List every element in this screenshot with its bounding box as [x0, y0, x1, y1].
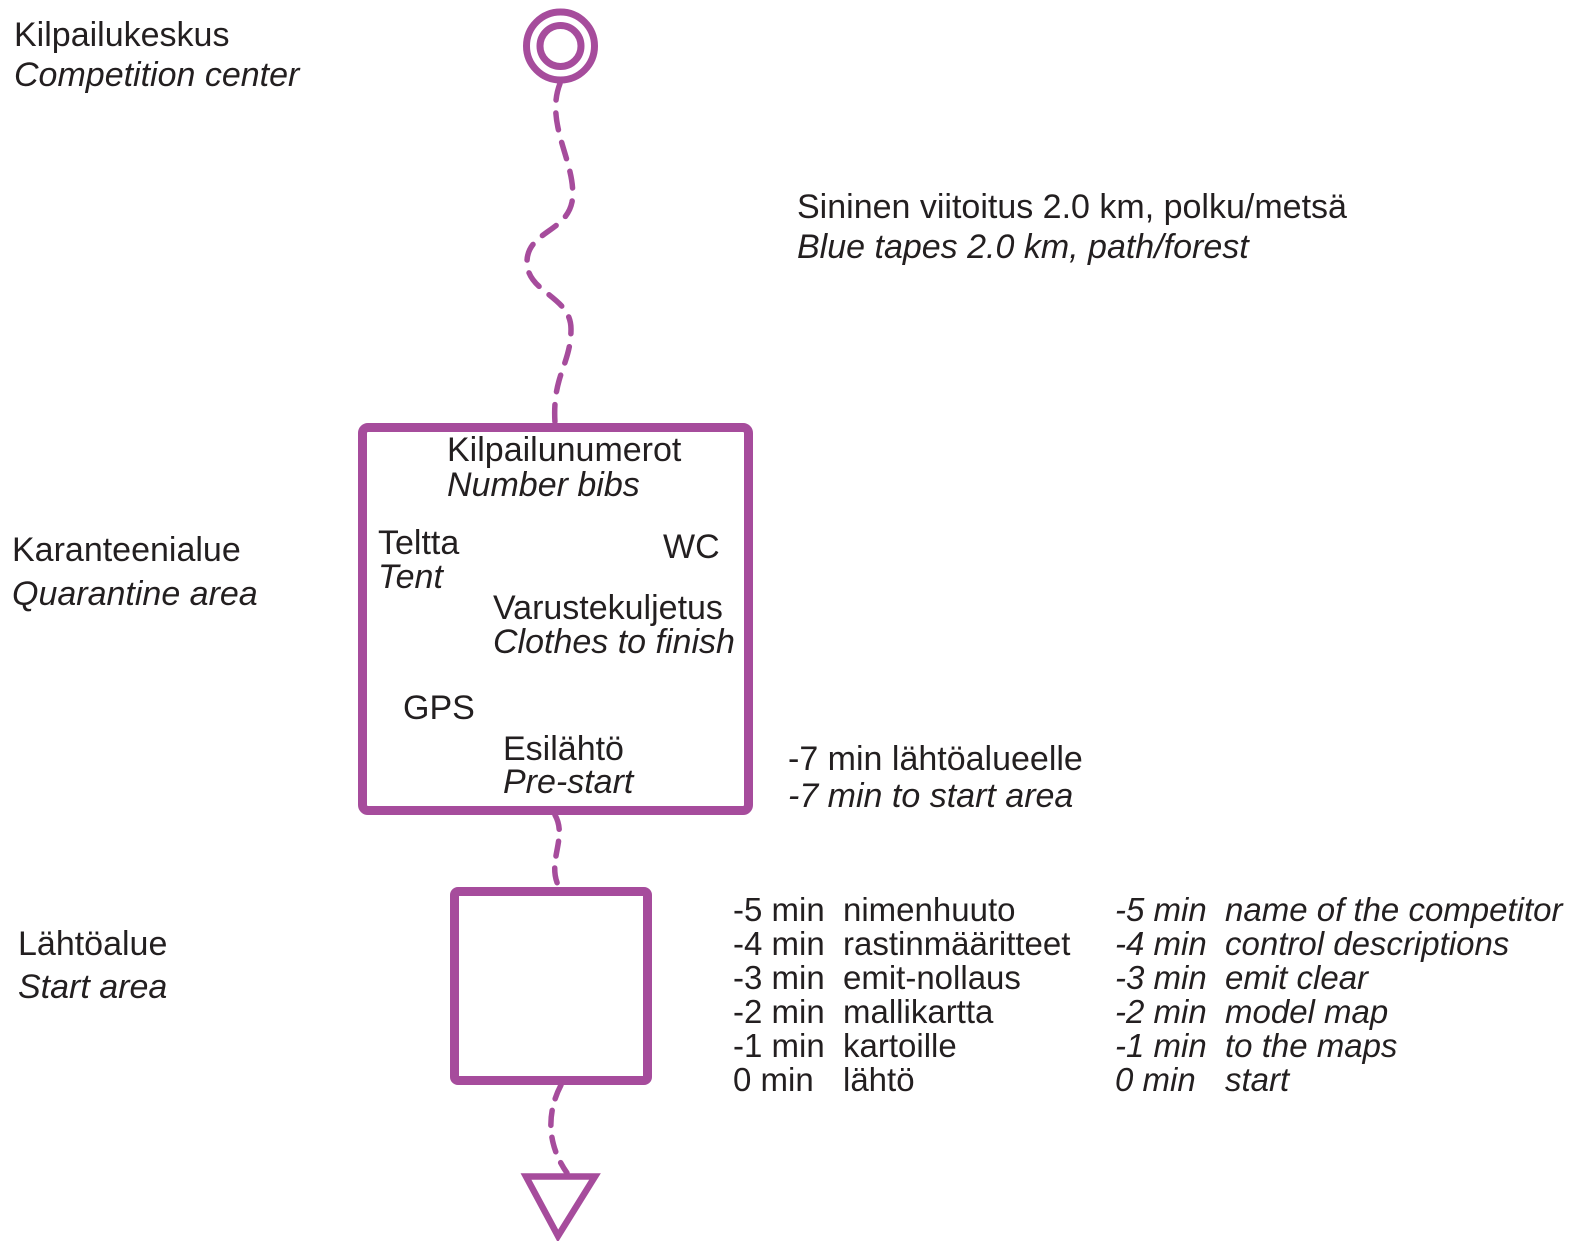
clothes-transport-label: Varustekuljetus Clothes to finish: [493, 591, 735, 659]
gps-label: GPS: [403, 689, 475, 727]
schedule-row: -2 min mallikartta: [733, 995, 1070, 1029]
quarantine-area-label-fi: Karanteenialue: [12, 531, 241, 569]
prestart-time-note-en: -7 min to start area: [788, 777, 1074, 815]
control-circle-inner-icon: [536, 22, 585, 70]
route-note: Sininen viitoitus 2.0 km, polku/metsä Bl…: [797, 187, 1347, 267]
start-area-label: Lähtöalue Start area: [18, 923, 167, 1009]
tent-label-en: Tent: [378, 558, 443, 596]
schedule-row: -5 min nimenhuuto: [733, 893, 1070, 927]
schedule-row: -3 min emit clear: [1115, 961, 1563, 995]
schedule-event: emit-nollaus: [843, 959, 1021, 996]
number-bibs-label: Kilpailunumerot Number bibs: [447, 433, 681, 503]
schedule-row: -3 min emit-nollaus: [733, 961, 1070, 995]
pre-start-label-en: Pre-start: [503, 763, 634, 801]
tent-label-fi: Teltta: [378, 524, 460, 562]
schedule-row: -2 min model map: [1115, 995, 1563, 1029]
schedule-time: -1 min: [1115, 1027, 1207, 1064]
schedule-event: nimenhuuto: [843, 891, 1016, 928]
schedule-event: start: [1225, 1061, 1290, 1098]
clothes-transport-label-en: Clothes to finish: [493, 623, 735, 661]
number-bibs-label-fi: Kilpailunumerot: [447, 431, 682, 469]
start-area-label-fi: Lähtöalue: [18, 925, 168, 963]
prestart-time-note-fi: -7 min lähtöalueelle: [788, 740, 1083, 778]
route-note-fi: Sininen viitoitus 2.0 km, polku/metsä: [797, 188, 1347, 226]
schedule-event: control descriptions: [1225, 925, 1510, 962]
route-note-en: Blue tapes 2.0 km, path/forest: [797, 228, 1249, 266]
start-triangle-icon: [520, 1173, 601, 1241]
schedule-time: -5 min: [733, 891, 825, 928]
route-dashed-line-quarantine-to-start-area: [552, 812, 562, 890]
schedule-time: -5 min: [1115, 891, 1207, 928]
number-bibs-label-en: Number bibs: [447, 466, 640, 504]
schedule-row: 0 min lähtö: [733, 1063, 1070, 1097]
start-area-label-en: Start area: [18, 968, 168, 1006]
start-area-box: [450, 887, 652, 1085]
clothes-transport-label-fi: Varustekuljetus: [493, 589, 723, 627]
schedule-time: -3 min: [1115, 959, 1207, 996]
schedule-time: -2 min: [1115, 993, 1207, 1030]
quarantine-area-label-en: Quarantine area: [12, 575, 258, 613]
schedule-time: -3 min: [733, 959, 825, 996]
schedule-event: rastinmääritteet: [843, 925, 1071, 962]
schedule-event: lähtö: [843, 1061, 915, 1098]
schedule-time: -4 min: [733, 925, 825, 962]
schedule-event: mallikartta: [843, 993, 994, 1030]
prestart-time-note: -7 min lähtöalueelle -7 min to start are…: [788, 741, 1083, 815]
schedule-time: -1 min: [733, 1027, 825, 1064]
schedule-row: -1 min kartoille: [733, 1029, 1070, 1063]
competition-center-label-fi: Kilpailukeskus: [14, 16, 230, 54]
quarantine-area-label: Karanteenialue Quarantine area: [12, 528, 258, 616]
start-schedule-english: -5 min name of the competitor -4 min con…: [1115, 893, 1563, 1097]
schedule-time: -2 min: [733, 993, 825, 1030]
route-dashed-line-start-area-to-start: [548, 1082, 570, 1176]
competition-center-label: Kilpailukeskus Competition center: [14, 15, 299, 95]
schedule-row: -1 min to the maps: [1115, 1029, 1563, 1063]
schedule-row: 0 min start: [1115, 1063, 1563, 1097]
schedule-time: 0 min: [1115, 1061, 1196, 1098]
competition-center-label-en: Competition center: [14, 56, 300, 94]
schedule-row: -5 min name of the competitor: [1115, 893, 1563, 927]
pre-start-label-fi: Esilähtö: [503, 730, 624, 768]
tent-label: Teltta Tent: [378, 526, 459, 594]
schedule-time: -4 min: [1115, 925, 1207, 962]
schedule-event: emit clear: [1225, 959, 1369, 996]
schedule-event: model map: [1225, 993, 1389, 1030]
schedule-event: kartoille: [843, 1027, 957, 1064]
schedule-time: 0 min: [733, 1061, 814, 1098]
pre-start-label: Esilähtö Pre-start: [503, 730, 634, 801]
schedule-event: name of the competitor: [1225, 891, 1563, 928]
schedule-event: to the maps: [1225, 1027, 1398, 1064]
start-schedule-finnish: -5 min nimenhuuto -4 min rastinmäärittee…: [733, 893, 1070, 1097]
schedule-row: -4 min rastinmääritteet: [733, 927, 1070, 961]
quarantine-area-box: [358, 423, 753, 815]
schedule-row: -4 min control descriptions: [1115, 927, 1563, 961]
route-dashed-line-center-to-quarantine: [524, 80, 576, 426]
control-circle-outer-icon: [523, 8, 598, 84]
wc-label: WC: [663, 528, 720, 566]
